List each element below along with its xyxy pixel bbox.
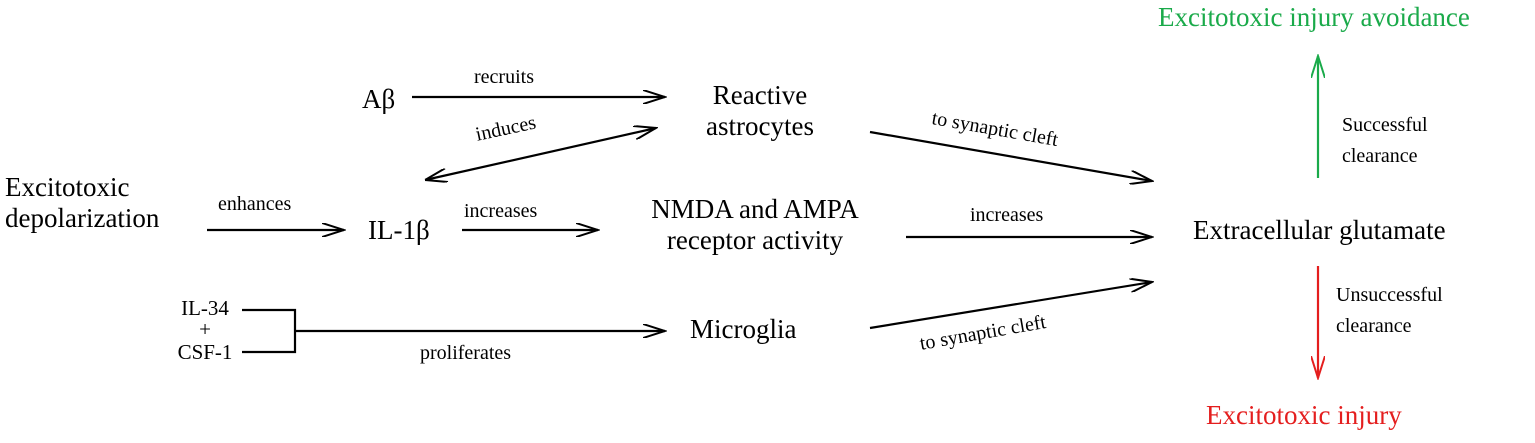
label-successful-clearance-line1: Successful (1342, 114, 1428, 136)
label-successful-clearance: Successful clearance (1342, 110, 1428, 172)
label-successful-clearance-line2: clearance (1342, 145, 1418, 167)
label-unsuccessful-clearance: Unsuccessful clearance (1336, 280, 1443, 342)
node-microglia: Microglia (690, 314, 797, 344)
label-increases-1: increases (464, 200, 538, 222)
label-increases-2: increases (970, 204, 1044, 226)
node-extracellular-glutamate: Extracellular glutamate (1193, 215, 1446, 245)
arrow-induces (425, 128, 656, 180)
node-excitotoxic-depolarization-line1: Excitotoxic (5, 172, 130, 202)
label-proliferates: proliferates (420, 342, 512, 364)
node-abeta: Aβ (362, 84, 396, 114)
label-enhances: enhances (218, 193, 292, 215)
label-unsuccessful-clearance-line1: Unsuccessful (1336, 284, 1443, 306)
node-il1b: IL-1β (368, 215, 430, 245)
node-reactive-astrocytes: Reactive astrocytes (680, 80, 840, 142)
node-reactive-astrocytes-line2: astrocytes (706, 111, 814, 142)
node-excitotoxic-depolarization: Excitotoxic depolarization (5, 172, 159, 234)
node-nmda-ampa-line1: NMDA and AMPA (651, 194, 859, 224)
node-excitotoxic-depolarization-line2: depolarization (5, 203, 160, 234)
node-plus: + (199, 317, 211, 341)
node-csf1: CSF-1 (177, 340, 233, 364)
node-excitotoxic-injury: Excitotoxic injury (1206, 400, 1402, 430)
node-excitotoxic-injury-avoidance: Excitotoxic injury avoidance (1158, 2, 1470, 32)
label-recruits: recruits (474, 66, 534, 88)
node-nmda-ampa-line2: receptor activity (666, 225, 844, 256)
bracket-il34-csf1 (242, 308, 297, 354)
label-unsuccessful-clearance-line2: clearance (1336, 315, 1412, 337)
arrow-astrocytes-to-cleft (869, 130, 1152, 181)
arrow-microglia-to-cleft (869, 282, 1152, 330)
node-nmda-ampa: NMDA and AMPA receptor activity (615, 194, 895, 256)
node-il34: IL-34 (181, 296, 229, 320)
node-reactive-astrocytes-line1: Reactive (712, 80, 808, 110)
